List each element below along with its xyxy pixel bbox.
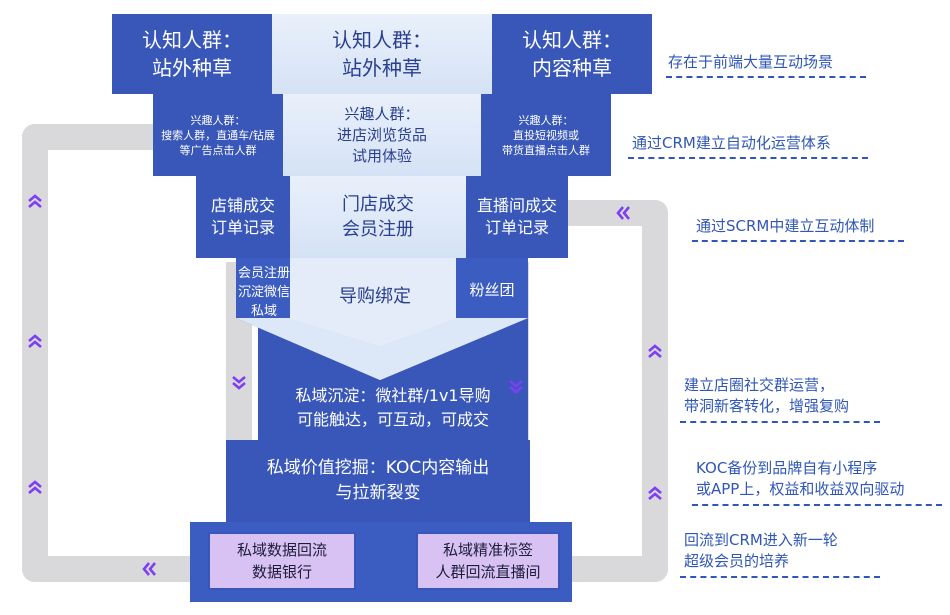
row6-cell: 私域价值挖掘：KOC内容输出 与拉新裂变 — [226, 440, 530, 522]
row5-center-cell: 私域沉淀：微社群/1v1导购 可能触达，可互动，可成交 — [295, 386, 491, 429]
note-2: 通过CRM建立自动化运营体系 — [632, 134, 831, 152]
note-1-dashline — [666, 76, 866, 78]
row3-left-cell: 店铺成交 订单记录 — [196, 176, 290, 258]
row4-left-cell: 会员注册 沉淀微信 私域 — [237, 265, 290, 319]
note-5: KOC备份到品牌自有小程序 或APP上，权益和收益双向驱动 — [696, 459, 905, 498]
chevron-double-left-icon — [142, 562, 156, 576]
note-5-dashline — [692, 504, 942, 506]
loop-track-bottom-right — [572, 556, 668, 582]
loop-track-bottom — [22, 556, 190, 582]
row2-left-cell: 兴趣人群： 搜索人群，直通车/钻展 等广告点击人群 — [153, 94, 283, 176]
row2-right-cell: 兴趣人群： 直投短视频或 带货直播点击人群 — [481, 94, 611, 176]
row2-center-cell: 兴趣人群： 进店浏览货品 试用体验 — [283, 94, 481, 176]
chevron-double-up-icon — [648, 344, 662, 358]
chevron-double-down-icon — [232, 376, 246, 390]
chevron-double-down-icon — [509, 380, 523, 394]
note-3: 通过SCRM中建立互动体制 — [696, 217, 875, 235]
row1-left-cell: 认知人群： 站外种草 — [112, 14, 272, 94]
note-4: 建立店圈社交群运营， 带洞新客转化，增强复购 — [684, 376, 850, 415]
row7-left-box: 私域数据回流 数据银行 — [208, 532, 356, 590]
chevron-double-up-icon — [28, 480, 42, 494]
row3-center-cell: 门店成交 会员注册 — [290, 176, 466, 258]
row1-center-cell: 认知人群： 站外种草 — [272, 14, 492, 94]
row4-center-cell: 导购绑定 — [339, 286, 411, 307]
row7-right-box: 私域精准标签 人群回流直播间 — [416, 532, 560, 590]
chevron-double-up-icon — [648, 486, 662, 500]
row1-right-cell: 认知人群： 内容种草 — [492, 14, 652, 94]
note-1: 存在于前端大量互动场景 — [668, 53, 834, 71]
chevron-double-left-icon — [616, 206, 630, 220]
note-4-dashline — [680, 421, 880, 423]
chevron-double-up-icon — [28, 194, 42, 208]
chevron-double-up-icon — [28, 334, 42, 348]
loop-track-right-vertical — [642, 200, 668, 582]
note-6-dashline — [680, 576, 880, 578]
note-3-dashline — [692, 240, 904, 242]
row4-right-cell: 粉丝团 — [469, 280, 515, 299]
note-6: 回流到CRM进入新一轮 超级会员的培养 — [684, 531, 838, 570]
row3-right-cell: 直播间成交 订单记录 — [466, 176, 568, 258]
note-2-dashline — [628, 157, 868, 159]
